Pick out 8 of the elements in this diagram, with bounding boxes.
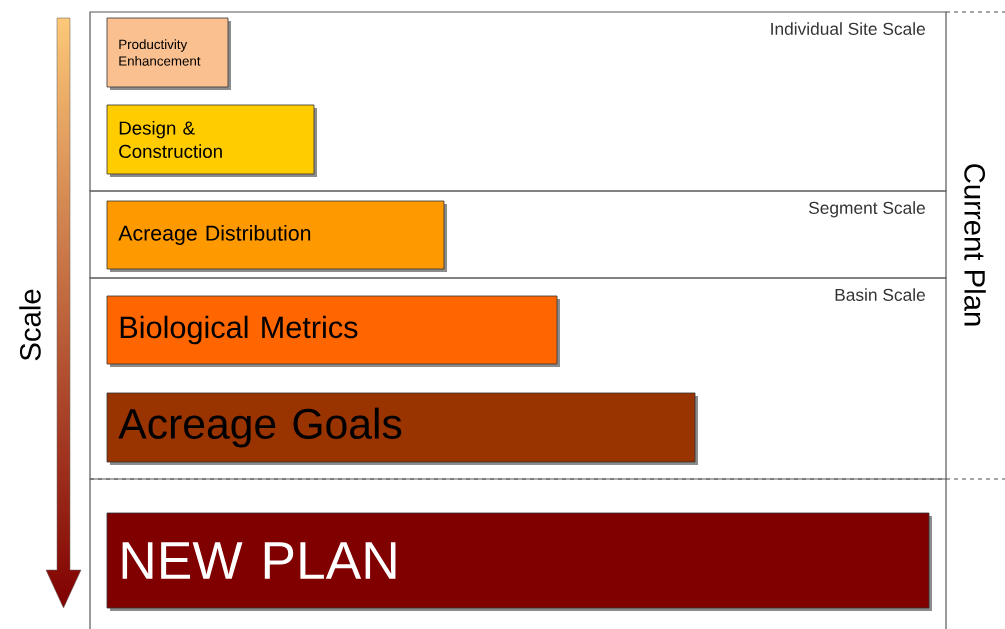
level-box: Design & Construction — [106, 104, 317, 177]
level-box: Biological Metrics — [106, 295, 560, 367]
axis-label: Scale — [19, 289, 41, 361]
level-box: Acreage Goals — [106, 392, 698, 465]
level-box: Productivity Enhancement — [106, 17, 231, 90]
level-box: NEW PLAN — [106, 512, 932, 611]
level-box: Acreage Distribution — [106, 200, 447, 272]
axis-label: Current Plan — [964, 164, 986, 326]
